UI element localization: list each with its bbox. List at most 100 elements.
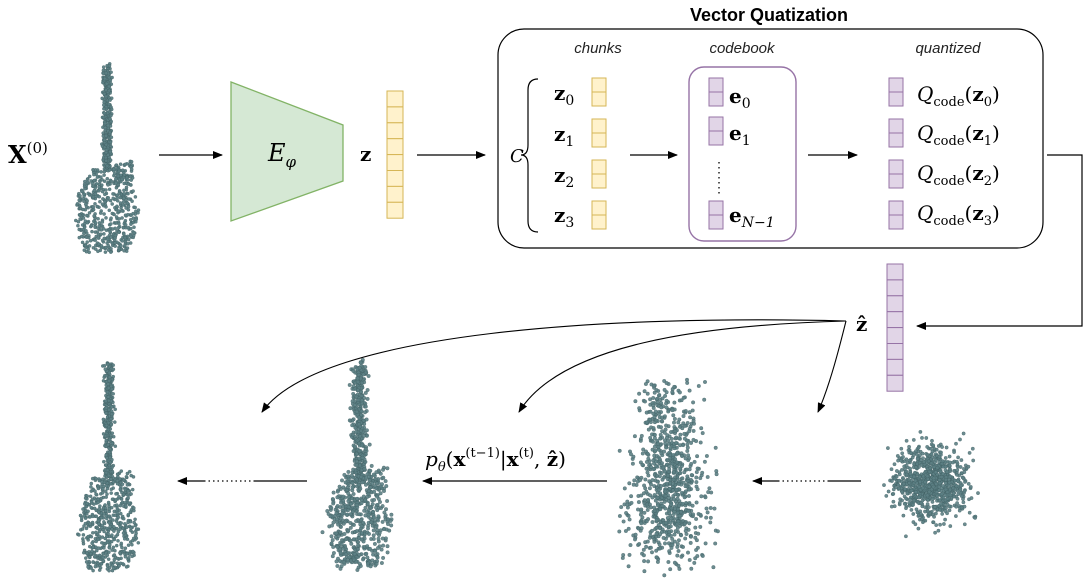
point xyxy=(667,467,672,472)
point xyxy=(694,500,699,505)
point xyxy=(687,467,692,472)
point xyxy=(128,174,133,179)
point xyxy=(937,478,942,482)
point xyxy=(646,497,651,502)
point xyxy=(366,512,371,517)
point xyxy=(82,199,86,203)
point xyxy=(378,491,383,496)
vector-cell xyxy=(888,91,904,107)
point xyxy=(341,494,346,499)
point xyxy=(83,496,88,500)
point xyxy=(116,174,121,178)
point xyxy=(642,389,647,394)
point xyxy=(708,506,713,510)
point xyxy=(334,511,339,516)
point xyxy=(375,528,380,533)
point xyxy=(132,520,136,525)
point xyxy=(959,494,964,498)
point xyxy=(627,552,632,557)
point xyxy=(132,231,136,235)
point xyxy=(617,448,622,453)
point xyxy=(98,179,102,184)
point xyxy=(110,227,115,231)
point xyxy=(103,506,108,510)
point xyxy=(104,495,108,499)
point xyxy=(380,482,384,487)
point xyxy=(699,494,704,499)
point xyxy=(893,485,898,490)
point xyxy=(663,427,668,432)
point xyxy=(348,406,353,411)
point xyxy=(93,221,98,225)
point xyxy=(364,417,369,422)
point xyxy=(356,547,360,552)
point xyxy=(330,497,335,502)
point xyxy=(108,168,112,172)
point xyxy=(81,541,86,546)
point xyxy=(347,383,352,387)
point xyxy=(622,486,627,491)
point xyxy=(357,422,362,427)
point xyxy=(695,454,700,459)
point xyxy=(904,472,909,477)
point xyxy=(659,425,663,430)
point xyxy=(916,526,921,531)
point xyxy=(359,412,364,417)
point xyxy=(348,502,353,506)
point xyxy=(103,503,107,507)
point xyxy=(107,463,112,468)
point xyxy=(663,489,668,494)
point xyxy=(99,170,103,174)
point xyxy=(658,507,663,512)
point xyxy=(662,387,667,392)
point xyxy=(914,449,918,454)
point xyxy=(676,420,681,425)
point xyxy=(92,214,96,218)
point xyxy=(124,525,129,530)
point xyxy=(359,389,364,394)
point xyxy=(689,534,693,539)
point xyxy=(354,529,359,534)
point xyxy=(382,489,386,493)
point xyxy=(681,395,686,400)
point xyxy=(370,502,375,507)
point xyxy=(108,240,113,244)
point xyxy=(127,197,131,201)
point xyxy=(128,510,133,514)
point xyxy=(78,217,82,221)
point xyxy=(123,243,127,248)
point xyxy=(669,516,674,521)
point xyxy=(935,493,939,498)
point xyxy=(689,473,694,478)
point xyxy=(365,388,370,392)
point xyxy=(657,411,662,416)
point xyxy=(341,504,346,509)
point xyxy=(641,447,646,452)
point xyxy=(103,250,108,254)
point xyxy=(110,457,114,462)
point xyxy=(897,478,901,483)
point xyxy=(370,481,375,486)
point xyxy=(355,379,360,384)
point xyxy=(936,528,941,533)
point xyxy=(108,116,112,121)
point xyxy=(88,522,92,526)
point xyxy=(929,461,934,465)
point xyxy=(104,514,109,518)
point xyxy=(365,561,370,566)
point xyxy=(372,489,377,494)
point xyxy=(77,235,82,240)
point xyxy=(130,542,134,547)
point xyxy=(891,499,896,504)
point xyxy=(93,238,97,242)
point xyxy=(372,497,377,502)
point xyxy=(672,560,677,565)
point xyxy=(942,522,946,526)
point xyxy=(113,407,117,412)
point xyxy=(123,223,128,227)
point xyxy=(381,475,386,480)
point xyxy=(77,198,81,202)
point xyxy=(355,568,360,572)
point xyxy=(366,374,371,378)
point xyxy=(386,517,391,522)
